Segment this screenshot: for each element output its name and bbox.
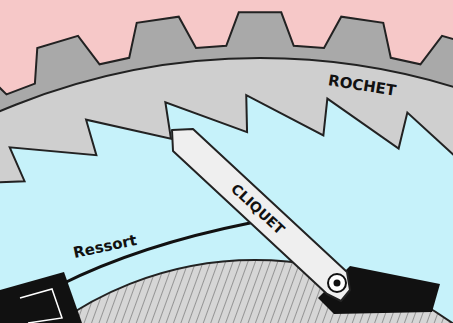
spring-holder (0, 272, 82, 323)
pivot (328, 274, 346, 292)
holder-slot (20, 289, 62, 323)
pivot-pin (334, 280, 341, 287)
part-label: CLIQUET (229, 181, 288, 237)
pawl-arm (318, 266, 440, 314)
hub (0, 260, 453, 323)
spring (60, 223, 250, 285)
part-label: ROCHET (327, 73, 397, 99)
pawl (172, 129, 350, 301)
ratchet-ring (0, 58, 453, 323)
part-label: Ressort (72, 233, 138, 261)
